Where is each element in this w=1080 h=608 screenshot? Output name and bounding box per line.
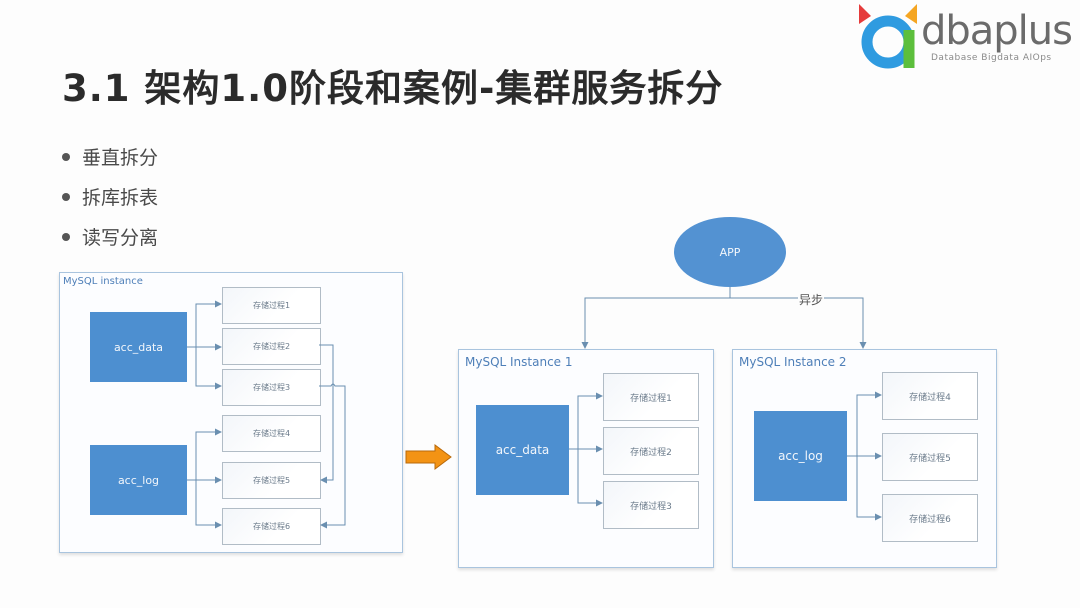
logo-mark-icon	[859, 4, 917, 69]
procedure-box: 存储过程5	[882, 433, 978, 481]
bullet-item: 拆库拆表	[62, 183, 158, 210]
bullet-text: 垂直拆分	[82, 147, 159, 169]
procedure-box: 存储过程3	[222, 369, 321, 406]
bullet-dot	[62, 232, 70, 241]
procedure-box: 存储过程1	[222, 287, 321, 324]
panel-label: MySQL Instance 1	[465, 355, 573, 369]
bullet-item: 垂直拆分	[62, 143, 158, 170]
table-acc-data: acc_data	[90, 312, 187, 382]
cross-link	[319, 344, 334, 484]
connector	[187, 428, 222, 481]
logo-ear-right	[905, 4, 917, 24]
connector	[847, 391, 882, 457]
connector	[856, 456, 882, 521]
logo-wordmark: dbaplus	[921, 8, 1073, 54]
panel-label: MySQL Instance 2	[739, 355, 847, 369]
connector-async	[730, 297, 867, 349]
connector	[581, 287, 731, 349]
connector	[187, 300, 222, 348]
table-acc-log: acc_log	[754, 411, 847, 501]
slide-title: 3.1 架构1.0阶段和案例-集群服务拆分	[62, 67, 724, 110]
logo-ear-left	[859, 4, 871, 24]
table-acc-log: acc_log	[90, 445, 187, 515]
arrow-right-icon	[405, 444, 452, 470]
panel-label: MySQL instance	[63, 276, 143, 287]
procedure-box: 存储过程4	[882, 372, 978, 420]
dbaplus-logo: dbaplus Database Bigdata AIOps	[855, 2, 1080, 72]
bullet-text: 拆库拆表	[82, 187, 159, 209]
table-acc-data: acc_data	[476, 405, 569, 495]
bullet-dot	[62, 152, 70, 161]
logo-tagline: Database Bigdata AIOps	[931, 53, 1052, 63]
connector	[195, 480, 222, 529]
procedure-box: 存储过程4	[222, 415, 321, 452]
connector	[577, 449, 603, 507]
cross-link	[319, 383, 346, 529]
bullet-item: 读写分离	[62, 223, 158, 250]
bullet-text: 读写分离	[82, 227, 159, 249]
async-label: 异步	[798, 291, 825, 308]
bullet-dot	[62, 192, 70, 201]
procedure-box: 存储过程6	[882, 494, 978, 542]
procedure-box: 存储过程3	[603, 481, 699, 529]
procedure-box: 存储过程6	[222, 508, 321, 545]
app-node: APP	[674, 217, 786, 287]
procedure-box: 存储过程1	[603, 373, 699, 421]
procedure-box: 存储过程2	[603, 427, 699, 475]
connector	[569, 392, 603, 450]
procedure-box: 存储过程2	[222, 328, 321, 365]
procedure-box: 存储过程5	[222, 462, 321, 499]
connector	[195, 347, 222, 390]
